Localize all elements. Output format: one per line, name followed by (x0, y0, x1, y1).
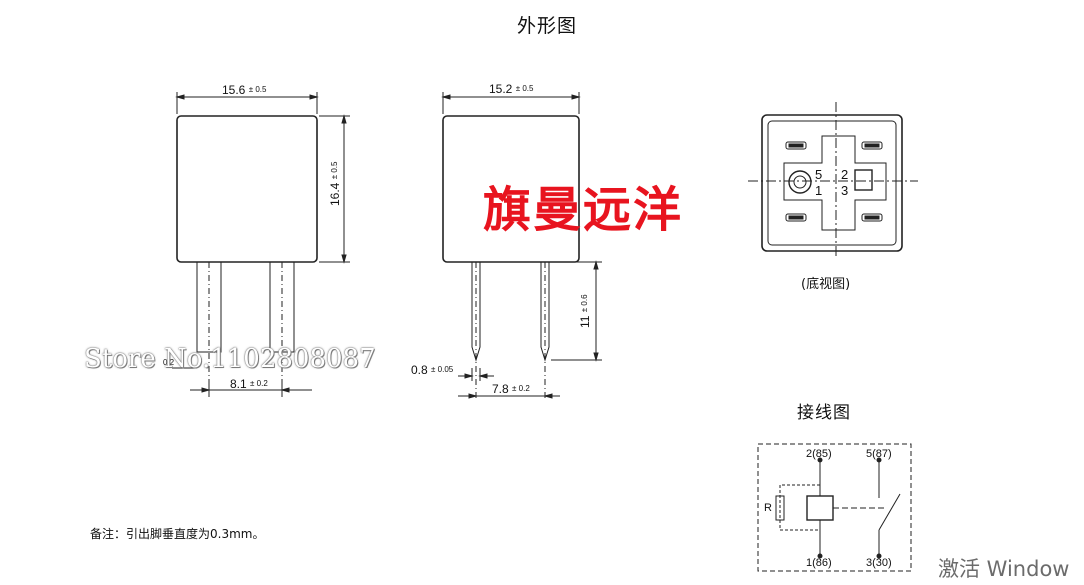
dim-value: 16.4 (328, 182, 342, 206)
os-activation-watermark: 激活 Window (938, 557, 1070, 581)
left-relay-body (176, 115, 318, 263)
dim-value: 15.2 (489, 82, 513, 96)
dim-pitch-right: 7.8 ± 0.2 (492, 382, 530, 396)
bottom-view-pin-circle (788, 170, 812, 194)
right-pin-1 (471, 262, 481, 362)
dim-tol: ± 0.2 (512, 384, 530, 393)
dim-tol: ± 0.05 (431, 365, 454, 374)
pin-label-2: 2 (841, 167, 849, 182)
dim-width-left: 15.6 ± 0.5 (222, 83, 266, 97)
dim-value: 11 (578, 315, 592, 328)
store-overlay: Store No.1102808087 (84, 344, 376, 374)
dim-pitch-left: 8.1 ± 0.2 (230, 377, 268, 391)
bottom-view-outer (761, 114, 903, 252)
outline-title: 外形图 (517, 15, 578, 37)
bottom-view-pin-square (854, 169, 873, 191)
right-relay-body (442, 115, 580, 263)
bottom-view-inner (767, 120, 897, 246)
dim-value: 7.8 (492, 382, 509, 396)
dim-tol: ± 0.5 (515, 84, 534, 93)
dim-pin-length: 11 ± 0.6 (578, 294, 592, 328)
dim-tol: ± 0.5 (330, 161, 339, 180)
dim-width-right: 15.2 ± 0.5 (489, 82, 533, 96)
pin-label-3: 3 (841, 183, 849, 198)
brand-overlay: 旗曼远洋 (483, 182, 684, 238)
dim-value: 0.8 (411, 363, 428, 377)
pin-label-5: 5 (815, 167, 823, 182)
dim-pin-width: 0.8 ± 0.05 (411, 363, 453, 377)
wiring-label-r: R (764, 502, 772, 514)
wiring-label-3-30: 3(30) (866, 557, 892, 569)
wiring-label-1-86: 1(86) (806, 557, 832, 569)
dim-tol: ± 0.6 (580, 294, 589, 313)
right-pin-2 (540, 262, 550, 362)
coil (806, 495, 834, 521)
wiring-label-2-85: 2(85) (806, 448, 832, 460)
dim-value: 15.6 (222, 83, 246, 97)
dim-tol: ± 0.2 (250, 379, 268, 388)
dim-height-left: 16.4 ± 0.5 (328, 162, 342, 206)
bottom-view-cross (783, 135, 887, 231)
dim-tol: ± 0.5 (248, 85, 267, 94)
dim-pitch-left-small-tol: 0.2 (163, 358, 175, 367)
wiring-label-5-87: 5(87) (866, 448, 892, 460)
bottom-view-title: (底视图) (801, 277, 851, 292)
footnote: 备注：引出脚垂直度为0.3mm。 (90, 527, 265, 541)
wiring-frame (757, 443, 912, 572)
wiring-title: 接线图 (797, 403, 851, 423)
pin-label-1: 1 (815, 183, 823, 198)
dim-value: 8.1 (230, 377, 247, 391)
